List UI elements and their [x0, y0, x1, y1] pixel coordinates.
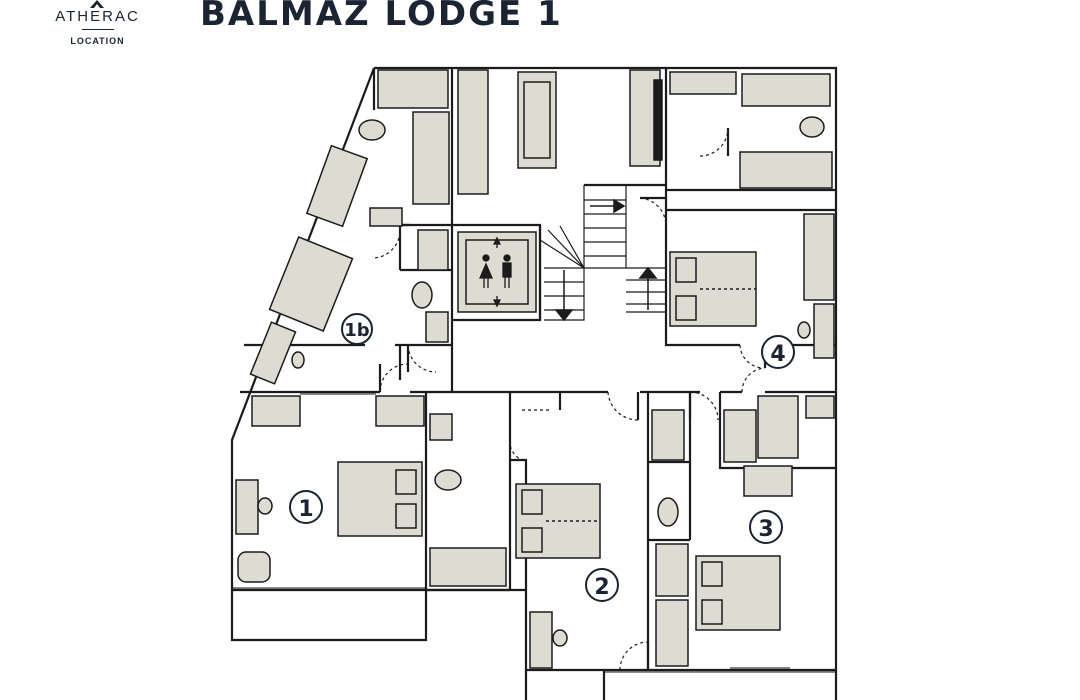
stair-down-arrow-icon [554, 309, 574, 322]
room-label-1b: 1b [341, 313, 373, 345]
armchair-icon [237, 551, 271, 583]
logo-divider [82, 29, 114, 30]
room-label-3: 3 [749, 510, 783, 544]
wardrobe-icon [743, 465, 793, 497]
brand-subtitle: LOCATION [70, 36, 125, 46]
bathtub-icon [377, 69, 449, 109]
wardrobe-icon [375, 395, 425, 427]
stair-up-arrow-icon [638, 266, 658, 279]
wardrobe-icon [655, 543, 689, 597]
room-label-2: 2 [585, 568, 619, 602]
toilet-icon [657, 497, 679, 527]
toilet-icon [411, 281, 433, 309]
stair-arrows [554, 198, 658, 322]
bathtub-icon [741, 73, 831, 107]
page-title: BALMAZ LODGE 1 [200, 0, 563, 34]
sink-icon [425, 311, 449, 343]
room-number: 1b [344, 320, 370, 341]
toilet-icon [799, 116, 825, 138]
chair-icon [257, 497, 273, 515]
wardrobe-icon [723, 409, 757, 463]
wardrobe-icon [655, 599, 689, 667]
sink-icon [305, 144, 369, 228]
chair-icon [552, 629, 568, 647]
single-bed-icon [268, 235, 354, 333]
sink-icon [669, 71, 737, 95]
room-number: 1 [298, 497, 313, 522]
elevator-pictogram [479, 236, 512, 308]
desk-icon [529, 611, 553, 669]
toilet-icon [434, 469, 462, 491]
sink-icon [429, 413, 453, 441]
walls [230, 66, 838, 700]
tv-icon [653, 79, 663, 161]
wardrobe-icon [803, 213, 835, 301]
room-label-1: 1 [289, 490, 323, 524]
bathtub-icon [412, 111, 450, 205]
desk-icon [235, 479, 259, 535]
desk-icon [813, 303, 835, 359]
room-number: 3 [758, 517, 773, 542]
wardrobe-icon [651, 409, 685, 461]
chair-icon [797, 321, 811, 339]
sink-icon [805, 395, 835, 419]
brand-logo: ATHERAC LOCATION [40, 0, 155, 52]
logo-mark-icon [90, 0, 104, 8]
room-labels: 1b 4 1 3 2 [289, 313, 795, 602]
window-frames [232, 393, 836, 673]
room-label-4: 4 [761, 335, 795, 369]
door-leaves [378, 128, 767, 670]
brand-name: ATHERAC [55, 8, 140, 25]
wardrobe-icon [251, 395, 301, 427]
shower-icon [757, 395, 799, 459]
toilet-icon [358, 119, 386, 141]
room-number: 2 [594, 575, 609, 600]
room-number: 4 [770, 342, 785, 367]
doors [373, 127, 766, 671]
chair-icon [291, 351, 305, 369]
bathtub-icon [739, 151, 833, 189]
wardrobe-icon [457, 69, 489, 195]
furniture [235, 69, 835, 669]
bathtub-icon [429, 547, 507, 587]
stair-up-arrow-icon [613, 198, 626, 214]
